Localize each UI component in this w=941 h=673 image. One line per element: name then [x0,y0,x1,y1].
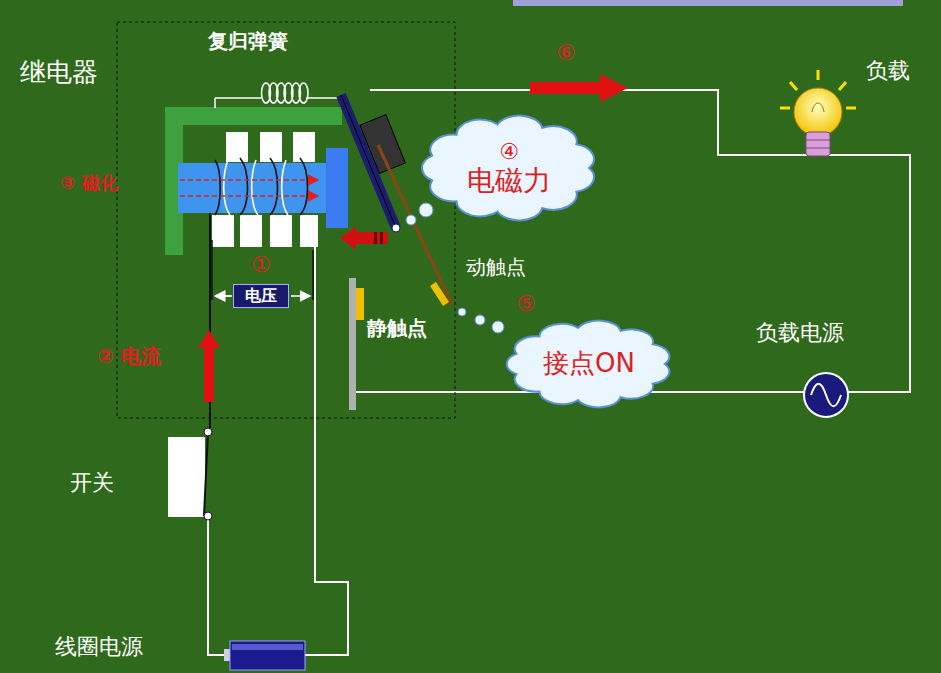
switch-terminal [204,428,212,436]
bubble [492,321,504,333]
part-label: 静触点 [367,317,427,340]
yoke [165,107,342,255]
ac-source [804,373,848,417]
bubble [419,203,433,217]
force-cloud: ④电磁力 [418,110,600,226]
part-label: 负载电源 [756,320,844,345]
relay-enclosure [117,22,455,418]
lamp [780,70,856,156]
flux-arrow [180,195,318,197]
load-current-arrow [530,74,628,102]
bubble [475,315,485,325]
part-label: 线圈电源 [55,634,143,659]
bubble [458,308,466,316]
switch-terminal [204,512,212,520]
coil-wire [305,245,348,655]
return-spring [262,83,309,103]
callout-number: ④ [499,139,519,164]
ac-source [811,384,841,407]
relay-box: 继电器电压 [117,22,455,418]
static-contact [356,288,364,320]
part-label: 负载 [866,58,910,83]
callout-label: ② 电流 [97,345,161,368]
callout-number: ① [251,252,271,277]
part-label: 开关 [70,470,114,495]
bubble [406,215,416,225]
cloud-text: 接点ON [543,349,635,379]
switch-lever [204,432,208,516]
battery [230,641,305,670]
return-spring [214,98,216,108]
switch-body [168,437,205,517]
battery [232,644,303,650]
pole-piece [326,148,348,228]
callout-number: ⑤ [516,291,536,316]
static-contact-bar [349,278,356,410]
force-arrow [340,226,388,250]
dimension-line [291,295,310,297]
return-spring [306,97,342,99]
part-label: 复归弹簧 [208,30,288,53]
voltage-box: 电压 [233,284,289,308]
part-label: 动触点 [466,256,526,279]
bubble [392,224,400,232]
coil-turns [215,158,308,215]
return-spring [215,97,262,99]
dimension-line [216,295,232,297]
relay-title: 继电器 [20,58,98,88]
coil-wire [208,516,228,655]
armature-block [360,115,405,174]
voltage-label: 电压 [245,287,277,305]
dimension-line [215,295,231,297]
contact-cloud: 接点ON [503,316,675,412]
flux-arrow [180,179,318,181]
battery-terminal [224,649,230,661]
callout-label: ③ 磁化 [60,173,118,194]
coil-winding [212,132,318,247]
cloud-text: 电磁力 [467,165,551,197]
moving-contact [433,284,446,304]
callout-number: ⑥ [556,40,576,65]
top-bar [513,0,903,6]
current-arrow [198,330,220,402]
coil-turns [224,160,288,215]
